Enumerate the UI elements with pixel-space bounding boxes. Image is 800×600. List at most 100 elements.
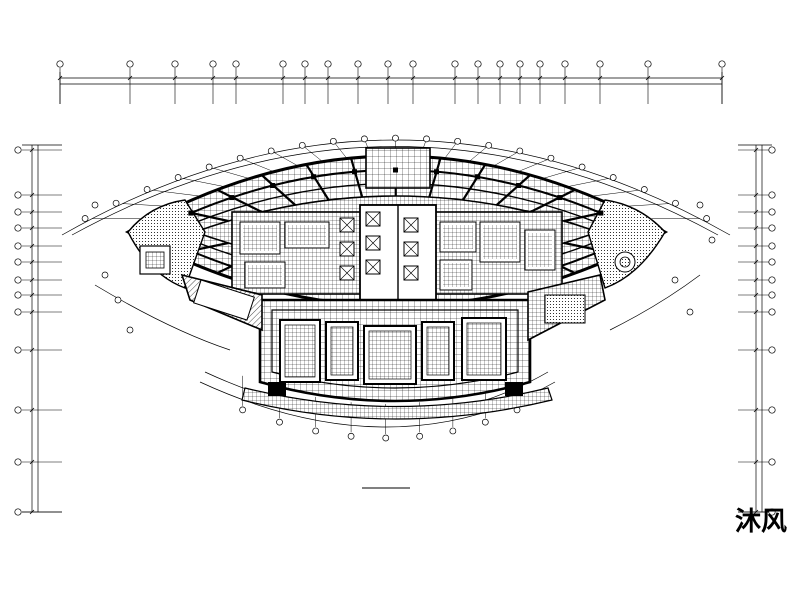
grid-bubble: [14, 208, 22, 216]
core-room-floor: [443, 263, 469, 287]
dim-tick: [497, 75, 503, 81]
dim-tick: [385, 75, 391, 81]
partition-wall: [428, 157, 442, 198]
elevator-cross: [403, 217, 419, 233]
elevator-cross: [365, 235, 381, 251]
arc-grid-bubble: [392, 134, 399, 142]
arc-grid-bubble: [239, 406, 246, 414]
arc-grid-bubble: [454, 137, 461, 145]
arc-grid-bubble: [696, 201, 704, 209]
dim-tick: [172, 75, 178, 81]
radial-dim-line: [591, 189, 639, 197]
dim-tick: [233, 75, 239, 81]
arc-grid-bubble: [416, 432, 424, 440]
grid-bubble: [232, 60, 240, 68]
dim-tick: [29, 259, 35, 265]
grid-bubble: [409, 60, 417, 68]
grid-bubble: [14, 191, 22, 199]
arc-grid-bubble: [686, 308, 694, 316]
core-room-floor: [288, 225, 326, 245]
arc-grid-bubble: [640, 186, 648, 193]
grid-bubble: [14, 146, 22, 154]
grid-bubble: [718, 60, 726, 68]
wing-room-floor: [368, 330, 412, 380]
arc-grid-bubble: [516, 147, 524, 155]
dim-tick: [29, 309, 35, 315]
grid-bubble: [384, 60, 392, 68]
dim-tick: [517, 75, 523, 81]
lower-wing-rooms: [279, 317, 507, 385]
grid-bubble: [768, 242, 776, 250]
dim-tick: [29, 292, 35, 298]
grid-bubble: [14, 458, 22, 466]
grid-bubble: [14, 291, 22, 299]
grid-bubble: [451, 60, 459, 68]
dim-tick: [127, 75, 133, 81]
grid-bubble: [768, 208, 776, 216]
radial-dim-line: [566, 178, 609, 188]
dim-tick: [562, 75, 568, 81]
column: [229, 195, 235, 201]
arc-grid-bubble: [236, 154, 244, 162]
arc-grid-bubble: [143, 186, 151, 193]
arc-grid-bubble: [312, 427, 320, 435]
radial-dim-line: [517, 159, 548, 172]
grid-bubble: [324, 60, 332, 68]
grid-bubble: [768, 508, 776, 516]
top-dimension-chain: [59, 72, 723, 104]
arc-grid-bubble: [547, 154, 555, 162]
dim-tick: [29, 147, 35, 153]
dim-tick: [29, 209, 35, 215]
column: [270, 183, 276, 188]
column: [598, 210, 604, 216]
arc-grid-bubble: [329, 137, 337, 145]
dim-tick: [753, 292, 759, 298]
dim-tick: [753, 509, 759, 515]
elevator-cross: [339, 265, 355, 281]
grid-bubble: [768, 224, 776, 232]
arc-grid-bubble: [91, 201, 99, 209]
lower-strip: [241, 382, 553, 420]
core-room-floor: [248, 265, 282, 285]
partition-wall: [349, 157, 364, 198]
grid-bubble: [279, 60, 287, 68]
dim-tick: [753, 277, 759, 283]
grid-bubble: [14, 346, 22, 354]
end-lounges: [127, 199, 666, 289]
core-rooms: [239, 221, 556, 291]
radial-dim-line: [493, 152, 518, 167]
core-room-floor: [528, 233, 552, 267]
grid-bubble: [14, 276, 22, 284]
column: [311, 174, 317, 180]
radial-dim-line: [334, 142, 348, 159]
radial-dim-line: [468, 146, 487, 162]
grid-bubble: [496, 60, 504, 68]
dim-tick: [753, 347, 759, 353]
dim-tick: [29, 225, 35, 231]
arc-grid-bubble: [485, 141, 493, 149]
dim-tick: [597, 75, 603, 81]
column: [188, 210, 194, 216]
arc-grid-bubble: [298, 141, 306, 149]
arc-grid-bubble: [449, 427, 457, 435]
top-grid-axes: [56, 60, 726, 104]
column: [393, 167, 398, 173]
dim-tick: [753, 225, 759, 231]
grid-bubble: [768, 458, 776, 466]
dim-tick: [753, 192, 759, 198]
grid-bubble: [596, 60, 604, 68]
dim-tick: [452, 75, 458, 81]
arc-grid-bubble: [112, 199, 120, 207]
column: [516, 183, 522, 188]
arc-grid-bubble: [114, 296, 122, 304]
dim-tick: [29, 192, 35, 198]
dim-tick: [753, 259, 759, 265]
dim-tick: [753, 309, 759, 315]
grid-bubble: [644, 60, 652, 68]
dim-tick: [280, 75, 286, 81]
structural-columns: [188, 167, 604, 216]
grid-bubble: [768, 308, 776, 316]
core-room-floor: [483, 225, 517, 259]
arc-grid-bubble: [481, 418, 489, 426]
arc-grid-bubble: [609, 174, 617, 181]
